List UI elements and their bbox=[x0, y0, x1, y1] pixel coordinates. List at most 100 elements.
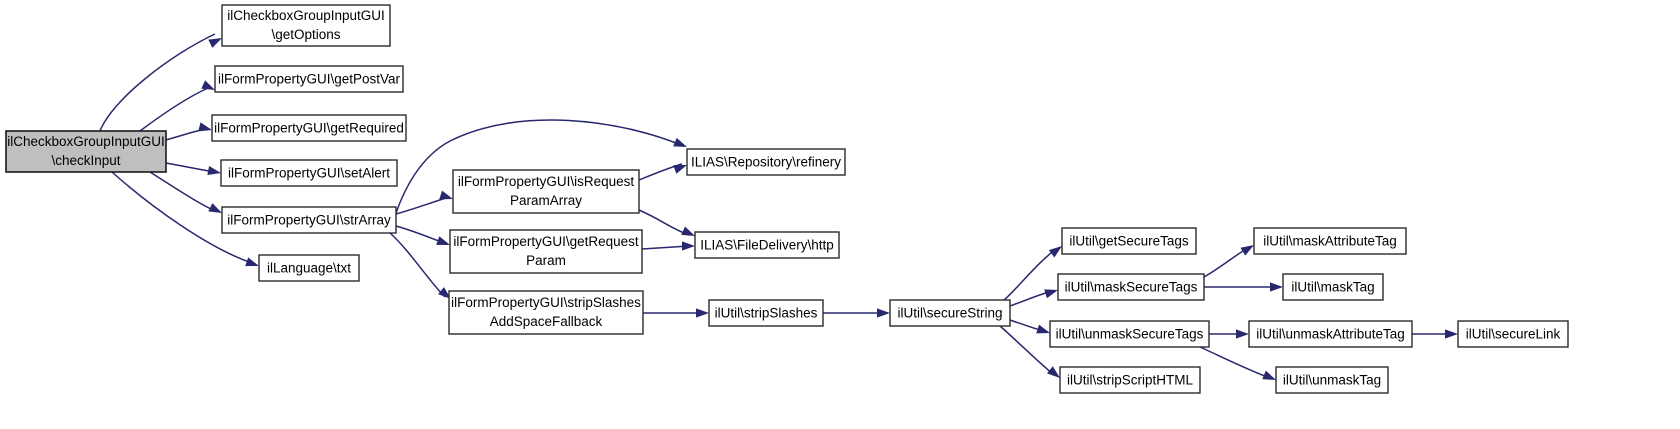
node-box[interactable] bbox=[220, 159, 398, 187]
graph-node-maskAttributeTag[interactable]: ilUtil\maskAttributeTag bbox=[1253, 227, 1407, 255]
node-label: ilUtil\stripScriptHTML bbox=[1067, 373, 1194, 388]
call-edge-isRequestParamArray-to-refinery bbox=[638, 163, 683, 181]
graph-node-refinery[interactable]: ILIAS\Repository\refinery bbox=[686, 148, 846, 176]
graph-node-stripSlashes[interactable]: ilUtil\stripSlashes bbox=[708, 299, 824, 327]
graph-node-secureString[interactable]: ilUtil\secureString bbox=[889, 299, 1011, 327]
graph-node-fileDelivery[interactable]: ILIAS\FileDelivery\http bbox=[694, 231, 840, 259]
call-edge-checkInput-to-strArray bbox=[149, 171, 216, 212]
arrowhead-icon bbox=[245, 257, 259, 267]
node-box[interactable] bbox=[221, 4, 391, 47]
node-box[interactable] bbox=[1057, 273, 1205, 301]
arrowhead-icon bbox=[208, 38, 222, 48]
node-label-line2: ParamArray bbox=[510, 193, 582, 208]
node-label: ilUtil\stripSlashes bbox=[715, 306, 818, 321]
node-label: ilFormPropertyGUI\setAlert bbox=[228, 166, 390, 181]
call-edge-checkInput-to-langTxt bbox=[111, 171, 253, 264]
node-label-line1: ilFormPropertyGUI\getRequest bbox=[453, 234, 639, 249]
node-box[interactable] bbox=[211, 114, 407, 142]
node-box[interactable] bbox=[5, 130, 167, 173]
node-box[interactable] bbox=[1049, 320, 1210, 348]
arrowhead-icon bbox=[1445, 329, 1458, 339]
call-edge-strArray-to-refinery bbox=[395, 119, 682, 214]
node-label: ilFormPropertyGUI\strArray bbox=[227, 213, 391, 228]
graph-node-stripScriptHTML[interactable]: ilUtil\stripScriptHTML bbox=[1059, 366, 1201, 394]
graph-node-getSecureTags[interactable]: ilUtil\getSecureTags bbox=[1061, 227, 1197, 255]
node-label: ilUtil\secureString bbox=[897, 306, 1002, 321]
node-label-line1: ilCheckboxGroupInputGUI bbox=[7, 134, 165, 149]
arrowhead-icon bbox=[877, 308, 890, 318]
graph-node-unmaskAttributeTag[interactable]: ilUtil\unmaskAttributeTag bbox=[1248, 320, 1413, 348]
node-box[interactable] bbox=[214, 65, 404, 93]
call-edge-secureString-to-stripScriptHTML bbox=[999, 325, 1055, 376]
arrowhead-icon bbox=[1236, 329, 1249, 339]
node-box[interactable] bbox=[449, 229, 643, 274]
node-box[interactable] bbox=[708, 299, 824, 327]
node-label: ilUtil\unmaskSecureTags bbox=[1056, 327, 1204, 342]
graph-node-maskSecureTags[interactable]: ilUtil\maskSecureTags bbox=[1057, 273, 1205, 301]
node-label: ilUtil\maskAttributeTag bbox=[1263, 234, 1397, 249]
call-edge-checkInput-to-getOptions bbox=[99, 33, 216, 132]
node-box[interactable] bbox=[1282, 273, 1384, 301]
node-label: ILIAS\Repository\refinery bbox=[691, 155, 841, 170]
arrowhead-icon bbox=[696, 308, 709, 318]
node-box[interactable] bbox=[1275, 366, 1389, 394]
graph-node-getRequired[interactable]: ilFormPropertyGUI\getRequired bbox=[211, 114, 407, 142]
node-box[interactable] bbox=[1059, 366, 1201, 394]
node-box[interactable] bbox=[1253, 227, 1407, 255]
graph-node-strArray[interactable]: ilFormPropertyGUI\strArray bbox=[221, 206, 397, 234]
arrowhead-icon bbox=[1270, 282, 1283, 292]
node-label-line1: ilFormPropertyGUI\stripSlashes bbox=[451, 295, 641, 310]
node-layer: ilCheckboxGroupInputGUI\checkInputilChec… bbox=[5, 4, 1569, 394]
graph-node-langTxt[interactable]: ilLanguage\txt bbox=[258, 254, 360, 282]
node-box[interactable] bbox=[889, 299, 1011, 327]
node-box[interactable] bbox=[686, 148, 846, 176]
graph-node-setAlert[interactable]: ilFormPropertyGUI\setAlert bbox=[220, 159, 398, 187]
graph-node-unmaskSecureTags[interactable]: ilUtil\unmaskSecureTags bbox=[1049, 320, 1210, 348]
call-edge-checkInput-to-getPostVar bbox=[139, 87, 209, 132]
node-label-line1: ilFormPropertyGUI\isRequest bbox=[458, 174, 635, 189]
call-edge-unmaskSecureTags-to-unmaskTag bbox=[1199, 346, 1271, 379]
arrowhead-icon bbox=[439, 190, 453, 200]
arrowhead-icon bbox=[1240, 245, 1254, 256]
node-box[interactable] bbox=[221, 206, 397, 234]
node-box[interactable] bbox=[694, 231, 840, 259]
arrowhead-icon bbox=[201, 80, 215, 90]
node-box[interactable] bbox=[1457, 320, 1569, 348]
arrowhead-icon bbox=[1044, 289, 1058, 299]
node-box[interactable] bbox=[258, 254, 360, 282]
graph-node-maskTag[interactable]: ilUtil\maskTag bbox=[1282, 273, 1384, 301]
node-label-line2: AddSpaceFallback bbox=[490, 314, 603, 329]
node-label: ilLanguage\txt bbox=[267, 261, 351, 276]
graph-node-unmaskTag[interactable]: ilUtil\unmaskTag bbox=[1275, 366, 1389, 394]
node-label: ilFormPropertyGUI\getRequired bbox=[214, 121, 404, 136]
node-label: ilUtil\secureLink bbox=[1466, 327, 1561, 342]
arrowhead-icon bbox=[207, 166, 221, 176]
node-label: ilUtil\maskSecureTags bbox=[1065, 280, 1198, 295]
arrowhead-icon bbox=[1047, 366, 1060, 378]
arrowhead-icon bbox=[673, 165, 687, 174]
graph-node-checkInput[interactable]: ilCheckboxGroupInputGUI\checkInput bbox=[5, 130, 167, 173]
graph-node-stripSlashesFb[interactable]: ilFormPropertyGUI\stripSlashesAddSpaceFa… bbox=[448, 290, 644, 335]
call-edge-maskSecureTags-to-maskAttributeTag bbox=[1203, 247, 1249, 278]
graph-node-getOptions[interactable]: ilCheckboxGroupInputGUI\getOptions bbox=[221, 4, 391, 47]
call-edge-secureString-to-getSecureTags bbox=[1001, 248, 1057, 303]
node-box[interactable] bbox=[1248, 320, 1413, 348]
node-box[interactable] bbox=[452, 169, 640, 214]
graph-node-secureLink[interactable]: ilUtil\secureLink bbox=[1457, 320, 1569, 348]
arrowhead-icon bbox=[1262, 370, 1276, 380]
arrowhead-icon bbox=[198, 122, 212, 132]
node-label-line1: ilCheckboxGroupInputGUI bbox=[227, 8, 385, 23]
arrowhead-layer bbox=[198, 38, 1458, 380]
node-box[interactable] bbox=[1061, 227, 1197, 255]
graph-node-getPostVar[interactable]: ilFormPropertyGUI\getPostVar bbox=[214, 65, 404, 93]
call-edge-getRequestParam-to-fileDelivery bbox=[641, 245, 690, 250]
node-label: ilFormPropertyGUI\getPostVar bbox=[218, 72, 401, 87]
node-box[interactable] bbox=[448, 290, 644, 335]
node-label: ilUtil\unmaskTag bbox=[1283, 373, 1381, 388]
arrowhead-icon bbox=[438, 287, 451, 299]
node-label: ilUtil\maskTag bbox=[1291, 280, 1374, 295]
